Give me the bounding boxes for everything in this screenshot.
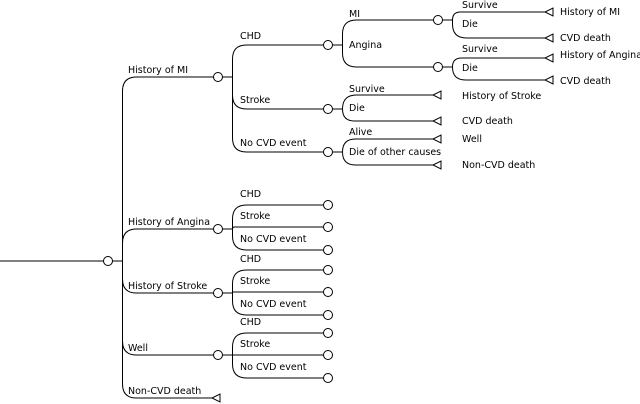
branch-label-history-of-angina-stroke: Stroke (240, 211, 270, 222)
terminal-non-cvd-death-icon (210, 393, 221, 403)
chance-node-history-of-mi (213, 72, 223, 82)
branch-label-history-of-mi-chd-mi: MI (349, 9, 360, 20)
chance-node-history-of-stroke-stroke (323, 287, 333, 297)
terminal-label-history-of-mi-no-cvd-event-die-of-other-causes: Non-CVD death (462, 160, 535, 171)
terminal-label-history-of-mi-stroke-die: CVD death (462, 116, 513, 127)
chance-node-history-of-mi-chd-mi (433, 15, 443, 25)
branch-well-chd (222, 332, 324, 356)
chance-node-history-of-stroke (213, 288, 223, 298)
branch-history-of-mi-chd-angina-die (442, 66, 545, 81)
terminal-history-of-mi-chd-mi-die-icon (543, 33, 554, 43)
terminal-history-of-mi-no-cvd-event-die-of-other-causes-icon (431, 160, 442, 170)
terminal-history-of-mi-no-cvd-event-alive-icon (431, 134, 442, 144)
branch-label-history-of-mi-chd: CHD (240, 31, 261, 42)
branch-history-of-mi-stroke-survive (332, 94, 433, 110)
branch-history-of-mi-chd-mi (332, 19, 434, 46)
branch-history-of-mi-stroke (222, 76, 324, 110)
branch-label-history-of-mi-chd-mi-die: Die (462, 19, 478, 30)
branch-label-history-of-stroke-chd: CHD (240, 254, 261, 265)
branch-non-cvd-death (112, 260, 212, 399)
branch-history-of-angina-chd (222, 204, 324, 230)
branch-well-no-cvd-event (222, 354, 324, 379)
terminal-history-of-mi-chd-mi-survive-icon (543, 7, 554, 17)
chance-node-well-stroke (323, 350, 333, 360)
chance-node-history-of-angina-stroke (323, 222, 333, 232)
chance-node-history-of-angina-chd (323, 200, 333, 210)
branch-label-history-of-mi-chd-angina-die: Die (462, 63, 478, 74)
terminal-history-of-mi-stroke-die-icon (431, 116, 442, 126)
chance-node-history-of-mi-stroke (323, 104, 333, 114)
terminal-label-history-of-mi-chd-angina-die: CVD death (560, 76, 611, 87)
chance-node-well-chd (323, 328, 333, 338)
terminal-label-history-of-mi-chd-angina-survive: History of Angina (560, 50, 640, 61)
terminal-history-of-mi-stroke-survive-icon (431, 90, 442, 100)
branch-label-history-of-stroke-stroke: Stroke (240, 276, 270, 287)
branch-label-history-of-stroke: History of Stroke (128, 281, 207, 292)
terminal-label-history-of-mi-chd-mi-die: CVD death (560, 33, 611, 44)
branch-label-history-of-mi-no-cvd-event-alive: Alive (349, 127, 372, 138)
branch-label-history-of-mi-no-cvd-event-die-of-other-causes: Die of other causes (349, 147, 441, 158)
terminal-label-history-of-mi-chd-mi-survive: History of MI (560, 7, 620, 18)
branch-label-history-of-mi-chd-mi-survive: Survive (462, 0, 498, 11)
branch-label-well-chd: CHD (240, 317, 261, 328)
terminal-label-history-of-mi-no-cvd-event-alive: Well (462, 134, 482, 145)
branch-label-history-of-mi-stroke-die: Die (349, 103, 365, 114)
terminal-history-of-mi-chd-angina-survive-icon (543, 53, 554, 63)
branch-label-well-no-cvd-event: No CVD event (240, 362, 307, 373)
branch-history-of-mi-chd-mi-die (442, 19, 545, 39)
branch-history-of-stroke-no-cvd-event (222, 292, 324, 316)
branch-history-of-mi-stroke-die (332, 108, 433, 122)
chance-node-history-of-mi-no-cvd-event (323, 147, 333, 157)
branch-label-history-of-mi-stroke: Stroke (240, 95, 270, 106)
branch-label-non-cvd-death: Non-CVD death (128, 386, 201, 397)
branch-history-of-mi-chd-angina (332, 44, 434, 68)
chance-node-history-of-mi-chd-angina (433, 62, 443, 72)
branch-label-history-of-angina: History of Angina (128, 217, 210, 228)
branch-history-of-stroke-chd (222, 269, 324, 294)
chance-node-history-of-stroke-no-cvd-event (323, 310, 333, 320)
terminal-history-of-mi-chd-angina-die-icon (543, 75, 554, 85)
branch-label-history-of-mi-chd-angina-survive: Survive (462, 44, 498, 55)
branch-history-of-mi-no-cvd-event (222, 76, 324, 153)
branch-history-of-mi (112, 76, 214, 262)
terminal-label-history-of-mi-stroke-survive: History of Stroke (462, 91, 541, 102)
chance-node-history-of-stroke-chd (323, 265, 333, 275)
branch-label-well: Well (128, 343, 148, 354)
branch-label-history-of-mi-stroke-survive: Survive (349, 84, 385, 95)
chance-node-root (103, 256, 113, 266)
chance-node-well-no-cvd-event (323, 373, 333, 383)
branch-history-of-stroke-stroke (222, 291, 324, 294)
branch-history-of-mi-chd (222, 44, 324, 78)
branch-history-of-angina-no-cvd-event (222, 228, 324, 251)
branch-history-of-mi-chd-mi-survive (442, 11, 545, 21)
branch-history-of-mi-chd-angina-survive (442, 57, 545, 68)
branch-label-history-of-stroke-no-cvd-event: No CVD event (240, 299, 307, 310)
chance-node-well (213, 350, 223, 360)
chance-node-history-of-mi-chd (323, 40, 333, 50)
branch-history-of-angina (112, 228, 214, 262)
branch-well (112, 260, 214, 356)
branch-label-history-of-angina-no-cvd-event: No CVD event (240, 234, 307, 245)
branch-label-history-of-mi-no-cvd-event: No CVD event (240, 138, 307, 149)
chance-node-history-of-angina-no-cvd-event (323, 245, 333, 255)
branch-label-history-of-mi: History of MI (128, 65, 188, 76)
branch-label-history-of-angina-chd: CHD (240, 189, 261, 200)
branch-history-of-mi-no-cvd-event-die-of-other-causes (332, 151, 433, 166)
branch-history-of-angina-stroke (222, 226, 324, 230)
branch-label-history-of-mi-chd-angina: Angina (349, 40, 382, 51)
branch-label-well-stroke: Stroke (240, 339, 270, 350)
chance-node-history-of-angina (213, 224, 223, 234)
